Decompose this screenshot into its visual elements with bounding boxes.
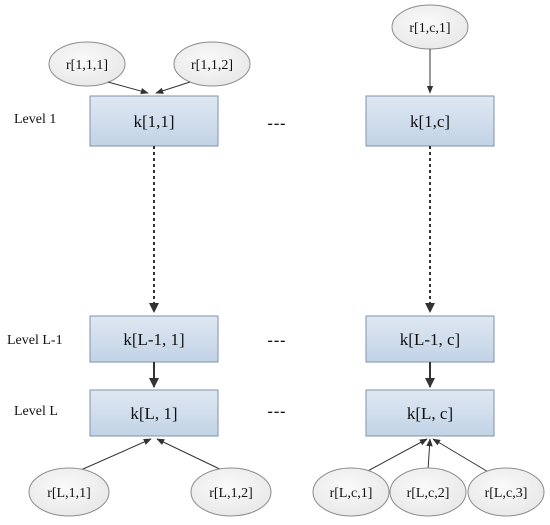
input-label: r[1,1,2] [191, 58, 233, 73]
input-node-r-l-1-2: r[L,1,2] [190, 467, 272, 517]
arrow-rlc2-to-klc [426, 438, 433, 471]
arrow-rlc3-to-klc [432, 438, 491, 474]
input-label: r[L,1,1] [47, 486, 91, 501]
box-label: k[1,c] [410, 112, 450, 131]
box-k-l-c: k[L, c] [365, 389, 495, 437]
input-node-r-l-c-1: r[L,c,1] [312, 467, 390, 517]
box-label: k[L, 1] [130, 404, 177, 423]
input-node-r-l-c-2: r[L,c,2] [389, 467, 467, 517]
arrow-r112-to-k11 [155, 81, 191, 94]
level-label-l: Level L [14, 404, 58, 419]
input-label: r[L,c,2] [407, 486, 450, 501]
box-k-l-minus-1-1: k[L-1, 1] [89, 315, 219, 363]
ellipsis-level-l: --- [268, 403, 287, 420]
box-label: k[L, c] [407, 404, 453, 423]
box-k-1-c: k[1,c] [365, 95, 495, 147]
box-k-l-1: k[L, 1] [89, 389, 219, 437]
box-k-1-1: k[1,1] [89, 95, 219, 147]
input-label: r[L,c,3] [485, 486, 528, 501]
arrow-rl12-to-kl1 [156, 438, 229, 474]
input-node-r-1-1-2: r[1,1,2] [173, 41, 251, 87]
box-label: k[L-1, c] [400, 330, 460, 349]
input-node-r-l-1-1: r[L,1,1] [28, 467, 110, 517]
input-label: r[1,c,1] [409, 21, 450, 36]
box-label: k[L-1, 1] [123, 330, 184, 349]
ellipsis-level-1: --- [268, 115, 287, 132]
input-node-r-1-1-1: r[1,1,1] [48, 41, 126, 87]
ellipsis-level-l-minus-1: --- [268, 332, 287, 349]
input-label: r[L,1,2] [209, 486, 253, 501]
arrow-r111-to-k11 [107, 81, 149, 95]
box-label: k[1,1] [133, 112, 174, 131]
input-label: r[L,c,1] [330, 486, 373, 501]
input-label: r[1,1,1] [66, 58, 108, 73]
level-label-1: Level 1 [14, 112, 56, 127]
input-node-r-1-c-1: r[1,c,1] [391, 4, 469, 50]
arrow-rl11-to-kl1 [73, 438, 152, 474]
level-label-l-minus-1: Level L-1 [7, 333, 63, 348]
input-node-r-l-c-3: r[L,c,3] [467, 467, 545, 517]
arrow-rlc1-to-klc [363, 438, 428, 474]
box-k-l-minus-1-c: k[L-1, c] [365, 315, 495, 363]
